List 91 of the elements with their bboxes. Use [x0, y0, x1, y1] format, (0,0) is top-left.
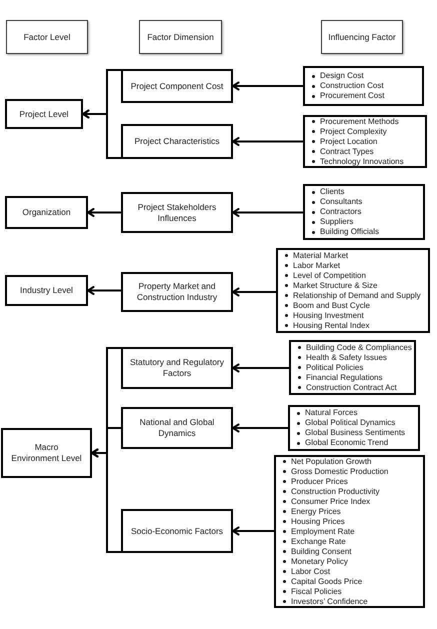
- list-item: Natural Forces: [305, 408, 358, 418]
- list-item: Monetary Policy: [291, 556, 348, 566]
- box-label: Industry Level: [20, 285, 73, 296]
- list-item: Capital Goods Price: [291, 576, 362, 586]
- arrow: [232, 526, 274, 536]
- dimension-box: [121, 272, 233, 312]
- dimension-box: [121, 407, 233, 449]
- arrow: [232, 424, 288, 432]
- list-item: Political Policies: [306, 362, 364, 372]
- level-box: [5, 99, 83, 129]
- factor-list-box: [276, 248, 430, 333]
- box-label: Project Characteristics: [134, 136, 220, 147]
- list-item: Building Consent: [291, 546, 352, 556]
- box-label: Project Stakeholders Influences: [136, 202, 218, 224]
- list-item: Financial Regulations: [306, 372, 382, 382]
- list-item: Fiscal Policies: [291, 586, 342, 596]
- list-item: Market Structure & Size: [293, 280, 378, 290]
- box-label: Organization: [22, 207, 71, 218]
- list-item: Exchange Rate: [291, 536, 346, 546]
- factor-list-box: [303, 115, 427, 168]
- arrow: [82, 110, 121, 159]
- arrow: [232, 82, 303, 90]
- list-item: Technology Innovations: [320, 156, 404, 166]
- level-box: [5, 275, 88, 306]
- list-item: Net Population Growth: [291, 456, 372, 466]
- list-item: Procurement Methods: [320, 116, 399, 126]
- box-label: Macro Environment Level: [10, 442, 82, 464]
- list-item: Investors’ Confidence: [291, 596, 368, 606]
- dimension-box: [121, 509, 233, 553]
- list-item: Level of Competition: [293, 270, 366, 280]
- column-header-box: [139, 20, 222, 54]
- arrow: [232, 288, 276, 296]
- list-item: Material Market: [293, 250, 348, 260]
- list-item: Global Economic Trend: [305, 438, 388, 448]
- list-item: Housing Investment: [293, 310, 364, 320]
- list-item: Housing Rental Index: [293, 320, 370, 330]
- arrow: [232, 364, 289, 372]
- box-label: Socio-Economic Factors: [130, 526, 224, 536]
- factor-list-box: [303, 184, 425, 240]
- list-item: Producer Prices: [291, 476, 348, 486]
- list-item: Contract Types: [320, 146, 374, 156]
- dimension-box: [121, 192, 233, 233]
- arrow: [87, 208, 121, 217]
- list-item: Consultants: [320, 197, 362, 207]
- box-label: Project Level: [19, 108, 69, 120]
- arrow: [87, 286, 121, 295]
- factor-list-box: [288, 405, 420, 451]
- column-header: Factor Level: [24, 32, 70, 42]
- list-item: Employment Rate: [291, 526, 355, 536]
- list-item: Project Location: [320, 136, 378, 146]
- list-item: Housing Prices: [291, 516, 345, 526]
- list-item: Contractors: [320, 207, 362, 217]
- box-label: Property Market and Construction Industry: [136, 281, 218, 303]
- list-item: Building Officials: [320, 227, 379, 237]
- list-item: Health & Safety Issues: [306, 352, 387, 362]
- factor-list-box: [274, 455, 425, 608]
- column-header-box: [6, 20, 88, 54]
- level-box: [5, 196, 88, 229]
- list-item: Building Code & Compliances: [306, 342, 412, 352]
- list-item: Construction Contract Act: [306, 382, 397, 392]
- list-item: Energy Prices: [291, 506, 341, 516]
- factor-list-box: [303, 66, 424, 106]
- list-item: Clients: [320, 187, 344, 197]
- factor-list-box: [289, 340, 416, 395]
- list-item: Boom and Bust Cycle: [293, 300, 370, 310]
- box-label: Project Component Cost: [130, 80, 224, 92]
- box-label: National and Global Dynamics: [138, 417, 216, 439]
- list-item: Relationship of Demand and Supply: [293, 290, 421, 300]
- list-item: Labor Market: [293, 260, 340, 270]
- dimension-box: [121, 69, 233, 103]
- dimension-box: [121, 347, 233, 389]
- list-item: Suppliers: [320, 217, 354, 227]
- arrow: [91, 448, 121, 553]
- list-item: Construction Cost: [320, 81, 384, 91]
- column-header: Factor Dimension: [147, 32, 214, 42]
- list-item: Consumer Price Index: [291, 496, 370, 506]
- list-item: Labor Cost: [291, 566, 330, 576]
- list-item: Gross Domestic Production: [291, 466, 388, 476]
- list-item: Project Complexity: [320, 126, 387, 136]
- list-item: Construction Productivity: [291, 486, 380, 496]
- list-item: Procurement Cost: [320, 91, 384, 101]
- dimension-box: [121, 124, 233, 159]
- arrow: [232, 137, 303, 146]
- column-header-box: [321, 20, 403, 54]
- list-item: Global Political Dynamics: [305, 418, 396, 428]
- level-box: [1, 428, 92, 478]
- list-item: Design Cost: [320, 71, 364, 81]
- column-header: Influencing Factor: [328, 32, 396, 42]
- arrow: [232, 208, 303, 217]
- box-label: Statutory and Regulatory Factors: [128, 357, 226, 379]
- list-item: Global Business Sentiments: [305, 428, 406, 438]
